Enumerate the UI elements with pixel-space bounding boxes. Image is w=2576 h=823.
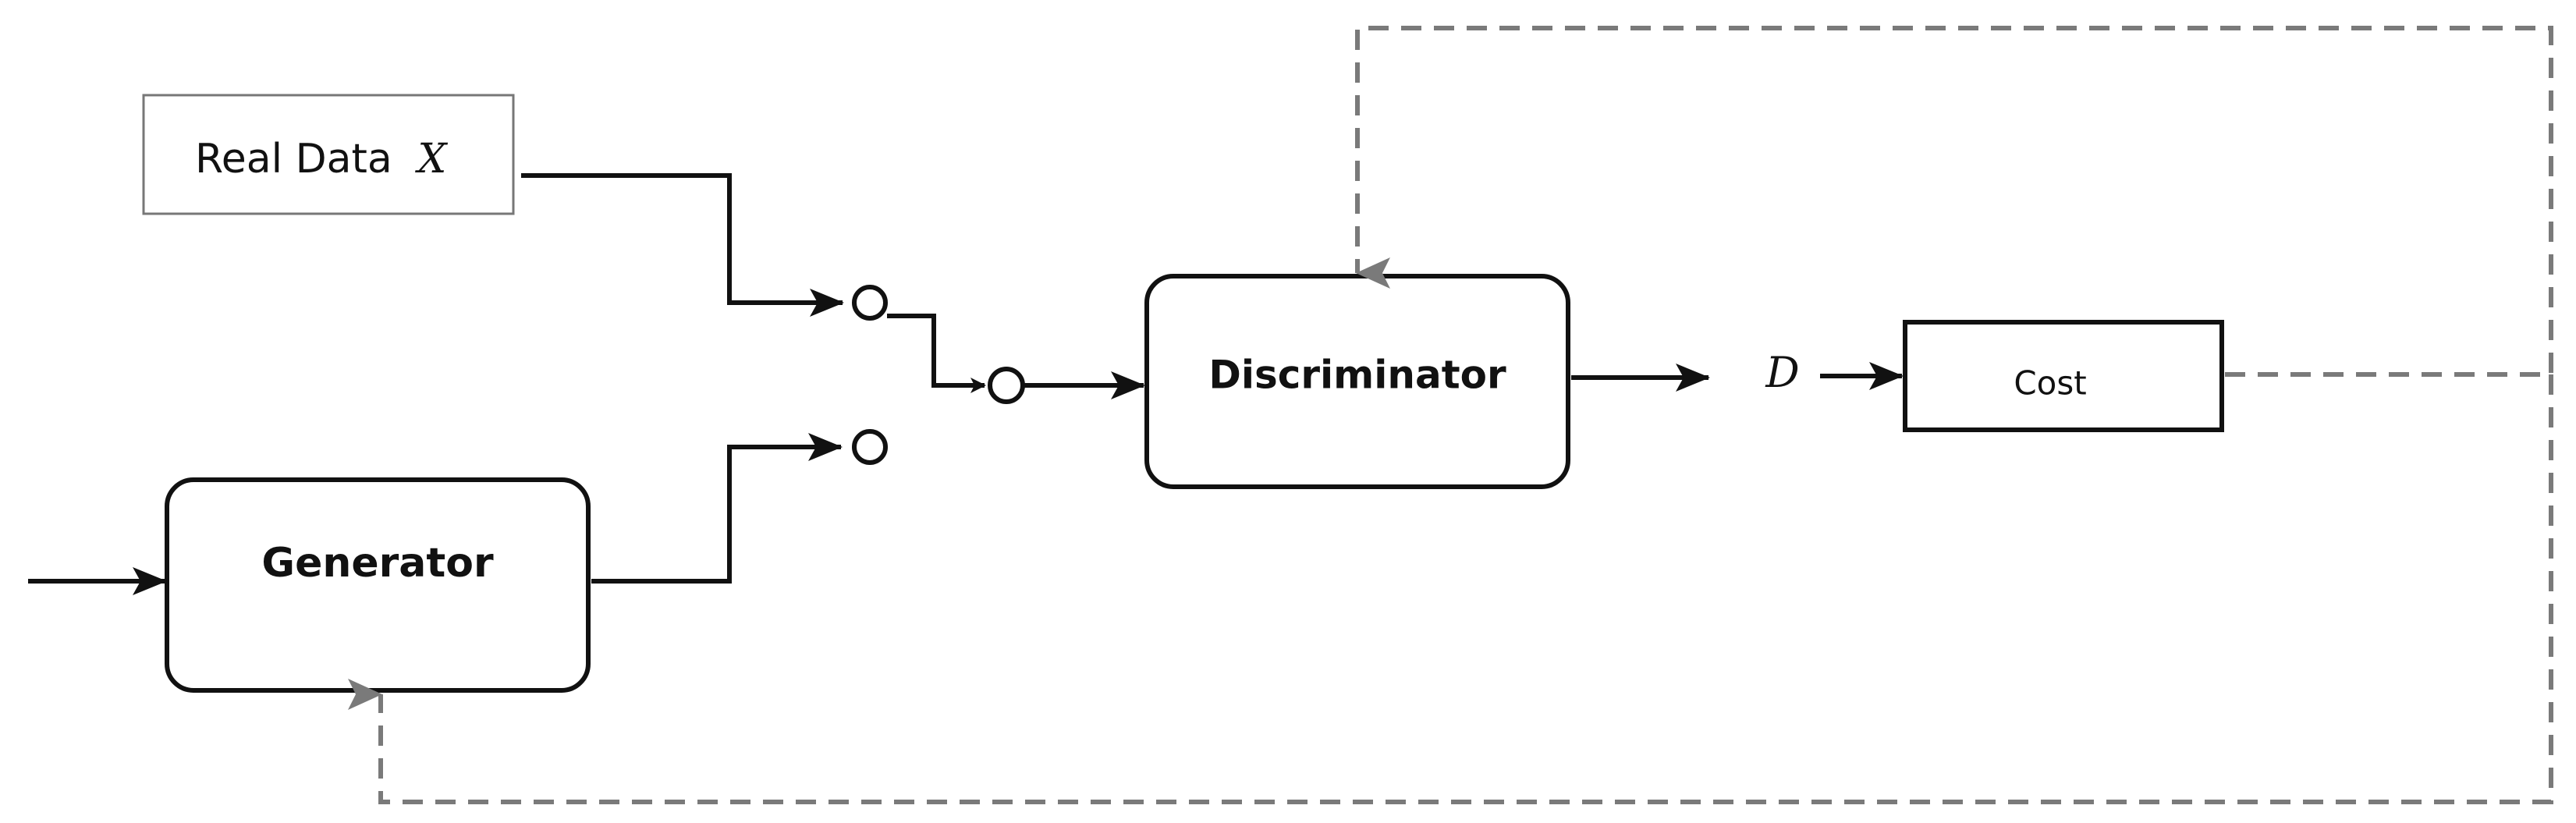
edge-generator-to-switch xyxy=(591,433,843,584)
switch-terminal-top xyxy=(852,285,888,321)
cost-box xyxy=(1903,320,2224,432)
real-data-box xyxy=(142,94,515,215)
real-data-label: Real Data X xyxy=(195,136,448,183)
real-data-node: Real Data X xyxy=(142,94,515,215)
cost-label: Cost xyxy=(2014,364,2086,403)
switch-arm xyxy=(887,314,986,393)
feedback-cost-to-discriminator xyxy=(1355,26,2553,377)
feedback-cost-to-generator xyxy=(348,374,2553,804)
switch-terminal-bottom xyxy=(852,429,888,465)
generator-node: Generator xyxy=(165,477,591,693)
d-output-label: D xyxy=(1765,348,1799,397)
discriminator-label: Discriminator xyxy=(1208,353,1506,398)
discriminator-node: Discriminator xyxy=(1144,274,1570,489)
cost-node: Cost xyxy=(1903,320,2224,432)
generator-label: Generator xyxy=(261,540,494,587)
switch-terminal-output xyxy=(988,367,1025,404)
edge-real-data-to-switch xyxy=(521,173,844,317)
